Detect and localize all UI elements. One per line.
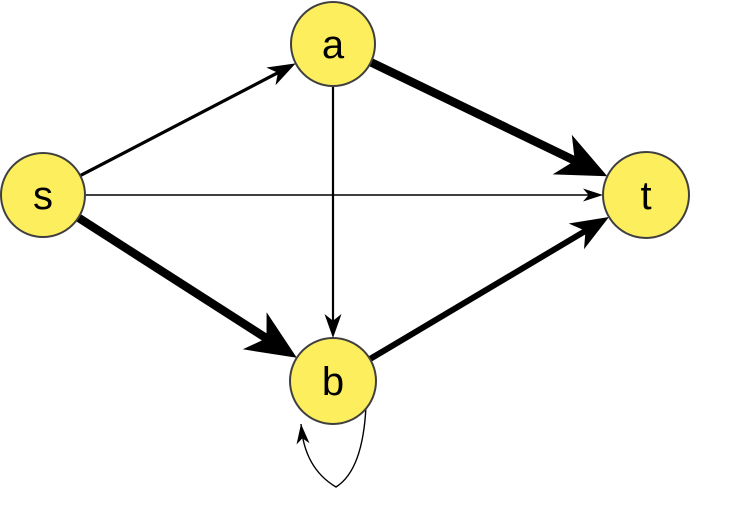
node-s-circle <box>0 152 86 238</box>
edge-arrowhead <box>583 188 603 202</box>
node-a-circle <box>290 1 376 87</box>
edge-line <box>368 58 583 168</box>
node-a: a <box>290 1 376 87</box>
edge-line <box>368 226 591 362</box>
edge-a-t <box>368 58 608 177</box>
edge-arrowhead <box>568 217 609 250</box>
node-s: s <box>0 152 86 238</box>
node-b-circle <box>289 337 377 425</box>
edge-s-b <box>76 214 297 358</box>
edge-line <box>79 69 282 178</box>
edge-arrowhead <box>242 312 297 358</box>
self-loop-path <box>300 405 367 488</box>
edge-arrowhead <box>266 63 296 86</box>
node-s-label: s <box>33 174 53 218</box>
node-b-label: b <box>322 360 344 404</box>
edge-s-t <box>85 188 603 202</box>
edge-s-a <box>79 63 296 178</box>
edge-arrowhead <box>324 314 342 338</box>
node-t: t <box>602 151 690 239</box>
node-b: b <box>289 337 377 425</box>
node-a-label: a <box>322 23 345 67</box>
edge-a-b <box>324 86 342 338</box>
node-t-circle <box>602 151 690 239</box>
self-loop-arrowhead <box>296 424 310 445</box>
edge-line <box>76 214 274 346</box>
node-t-label: t <box>640 174 651 218</box>
edge-b-t <box>368 217 609 362</box>
edge-arrowhead <box>552 134 608 177</box>
edge-b-b-self-loop <box>296 405 367 488</box>
